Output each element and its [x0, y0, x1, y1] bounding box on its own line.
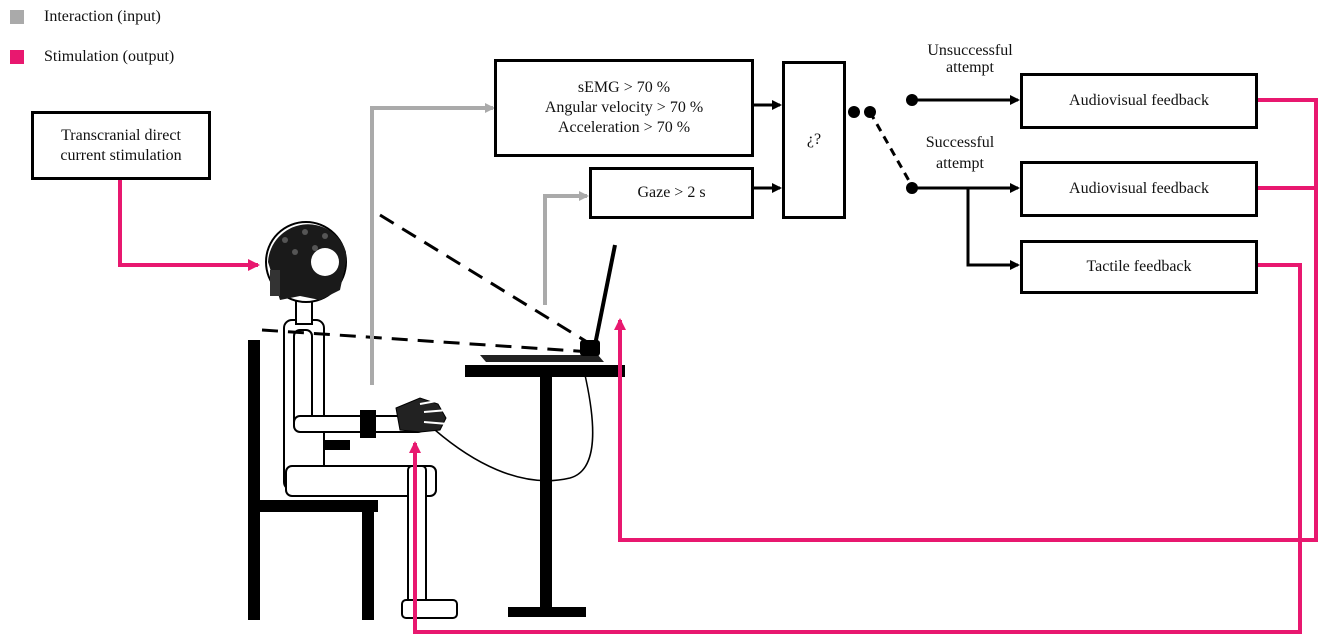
successful-attempt-label: Successful attempt: [895, 133, 1025, 173]
legend-item-input: Interaction (input): [10, 7, 161, 27]
thresholds-box: sEMG > 70 % Angular velocity > 70 % Acce…: [494, 59, 754, 157]
av-feedback-successful-label: Audiovisual feedback: [1069, 179, 1209, 199]
output-line-tdcs: [120, 178, 258, 265]
av-feedback-unsuccessful-label: Audiovisual feedback: [1069, 91, 1209, 111]
decision-label: ¿?: [807, 130, 821, 150]
input-arrow-gaze: [545, 196, 587, 305]
robotic-glove: [396, 398, 448, 432]
switch-contact-left: [848, 106, 860, 118]
legend-label-output: Stimulation (output): [44, 48, 174, 66]
threshold-angular-velocity: Angular velocity > 70 %: [545, 98, 703, 118]
legend-label-input: Interaction (input): [44, 8, 161, 26]
decision-box: ¿?: [782, 61, 846, 219]
gaze-box: Gaze > 2 s: [589, 167, 754, 219]
unsuccessful-attempt-label: Unsuccessful attempt: [905, 41, 1035, 77]
successful-line-1: Successful: [895, 133, 1025, 152]
threshold-semg: sEMG > 70 %: [545, 78, 703, 98]
av-feedback-unsuccessful-box: Audiovisual feedback: [1020, 73, 1258, 129]
wristband-sensor: [360, 410, 376, 438]
tdcs-box: Transcranial direct current stimulation: [31, 111, 211, 180]
tdcs-line-2: current stimulation: [60, 146, 181, 166]
av-feedback-successful-box: Audiovisual feedback: [1020, 161, 1258, 217]
legend-swatch-input: [10, 10, 24, 24]
tactile-feedback-label: Tactile feedback: [1086, 257, 1191, 277]
tactile-feedback-box: Tactile feedback: [1020, 240, 1258, 294]
tdcs-line-1: Transcranial direct: [60, 126, 181, 146]
successful-line-2: attempt: [895, 154, 1025, 173]
legend-swatch-output: [10, 50, 24, 64]
unsuccessful-line-2: attempt: [905, 58, 1035, 77]
legend-item-output: Stimulation (output): [10, 47, 174, 67]
arrow-to-tactile: [968, 188, 1018, 265]
glove-cable: [435, 375, 593, 481]
table: [465, 365, 625, 617]
gaze-line-upper: [380, 215, 592, 345]
gaze-label: Gaze > 2 s: [637, 183, 705, 203]
threshold-acceleration: Acceleration > 70 %: [545, 118, 703, 138]
